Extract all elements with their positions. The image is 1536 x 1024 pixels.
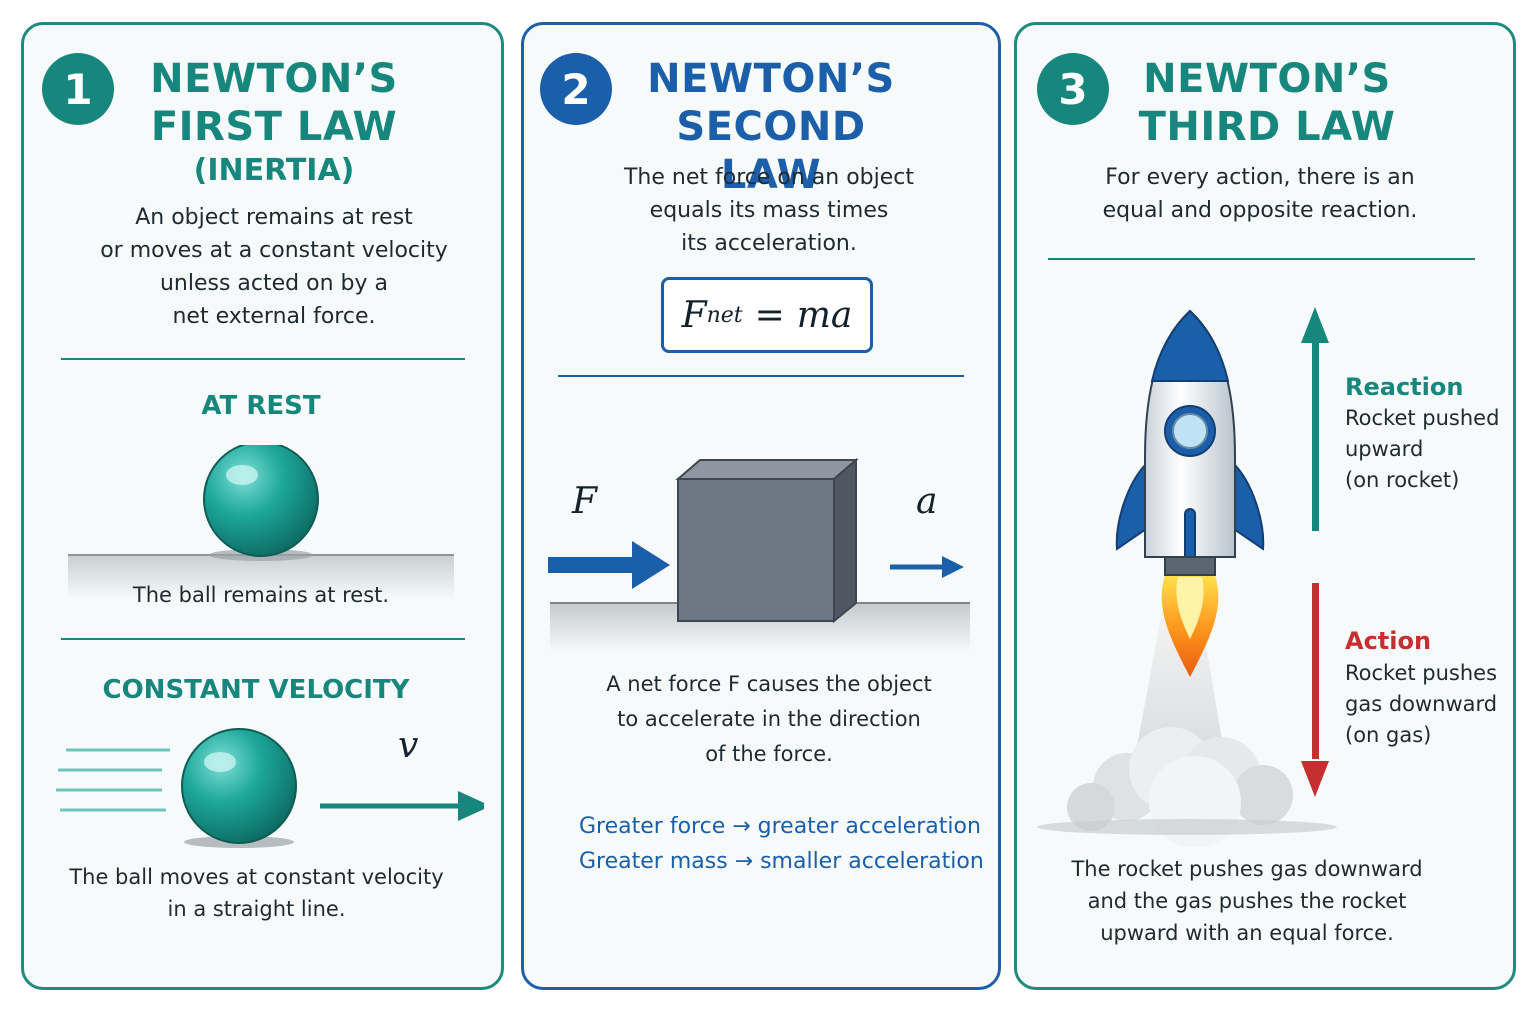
rocket-icon [1115,309,1265,576]
velocity-symbol: v [398,725,419,766]
second-law-panel: 2 NEWTON’S SECOND LAW The net force on a… [521,22,1001,990]
law-number: 1 [63,64,93,114]
reaction-title: Reaction [1345,373,1464,401]
law-number: 3 [1058,64,1088,114]
first-law-title: NEWTON’S FIRST LAW [124,55,424,151]
block-force-illustration [548,457,970,653]
title-line-1: NEWTON’S [150,56,398,102]
law-number-badge: 2 [540,53,612,125]
reaction-arrow [1301,307,1329,531]
third-law-panel: 3 NEWTON’S THIRD LAW For every action, t… [1014,22,1516,990]
second-law-caption: A net force F causes the object to accel… [606,672,932,766]
second-law-title: NEWTON’S SECOND LAW [621,55,921,199]
formula-force: F [681,294,707,336]
law-number: 2 [561,64,591,114]
flame-icon [1161,575,1219,677]
title-line-2: FIRST LAW [150,104,398,150]
force-arrows [1301,307,1329,797]
law-number-badge: 1 [42,53,114,125]
force-arrow [548,541,670,589]
reaction-text: Rocket pushed upward (on rocket) [1345,406,1500,492]
law-number-badge: 3 [1037,53,1109,125]
action-arrow [1301,583,1329,797]
divider [61,638,465,640]
inertia-subtitle: (INERTIA) [193,153,355,188]
constant-velocity-label: CONSTANT VELOCITY [102,675,410,705]
first-law-description: An object remains at rest or moves at a … [100,205,448,329]
acceleration-arrow [890,556,964,578]
rocket-illustration [1037,309,1337,847]
motion-lines [56,748,170,812]
third-law-title: NEWTON’S THIRD LAW [1117,55,1417,151]
title-line-2: THIRD LAW [1138,104,1396,150]
rest-caption: The ball remains at rest. [132,583,390,607]
moving-ball-illustration [56,728,484,848]
formula-rhs: ma [796,294,853,336]
relation-mass: Greater mass → smaller acceleration [579,849,984,874]
floor [68,555,454,599]
title-line-1: NEWTON’S [647,56,895,102]
ball [181,728,297,844]
divider [558,375,964,377]
acceleration-symbol: a [916,481,938,522]
second-law-description: The net force on an object equals its ma… [623,165,914,256]
divider [61,358,465,360]
velocity-caption: The ball moves at constant velocity in a… [69,865,444,921]
ball-at-rest-illustration [68,445,454,599]
third-law-caption: The rocket pushes gas downward and the g… [1071,857,1423,945]
relation-force: Greater force → greater acceleration [579,814,981,839]
at-rest-label: AT REST [201,391,321,421]
action-text: Rocket pushes gas downward (on gas) [1345,661,1498,747]
first-law-panel: 1 NEWTON’S FIRST LAW (INERTIA) An object… [21,22,504,990]
title-line-1: NEWTON’S [1143,56,1391,102]
force-symbol: F [572,481,597,522]
smoke-cloud [1037,617,1337,847]
block [675,457,859,624]
title-line-2: SECOND LAW [676,104,866,198]
action-title: Action [1345,627,1432,655]
formula-subscript: net [706,302,743,328]
ball [203,445,319,557]
third-law-description: For every action, there is an equal and … [1102,165,1418,223]
divider [1048,258,1475,260]
formula-equals: = [754,294,785,336]
